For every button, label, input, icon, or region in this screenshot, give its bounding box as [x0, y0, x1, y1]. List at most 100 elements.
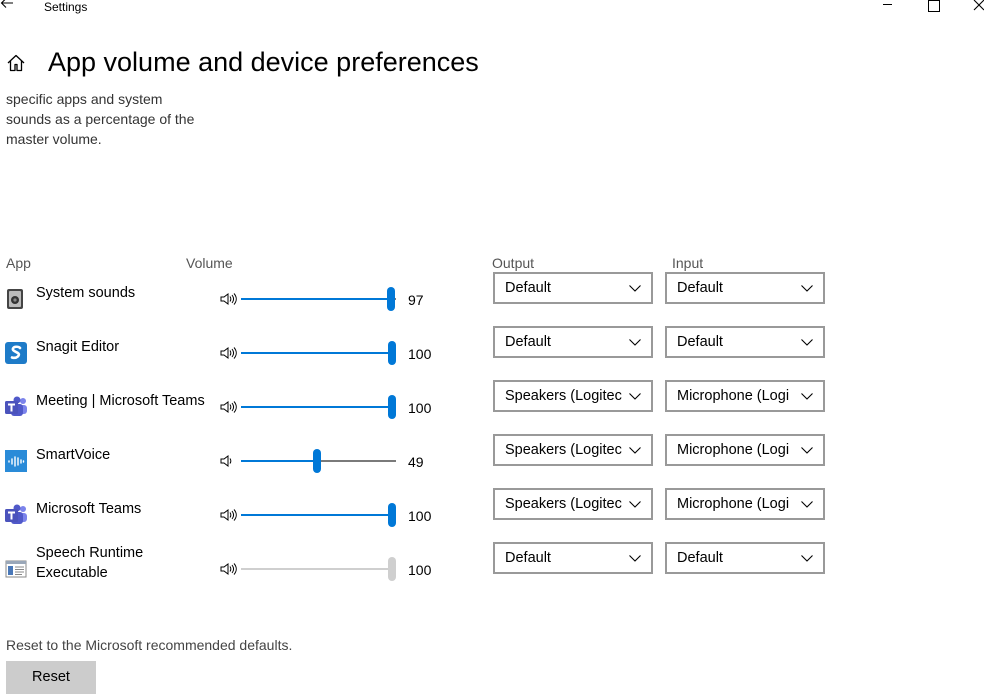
column-header-app: App	[6, 255, 31, 271]
volume-slider[interactable]	[241, 503, 396, 527]
chevron-down-icon	[801, 447, 813, 454]
close-button[interactable]	[971, 0, 984, 13]
chevron-down-icon	[801, 555, 813, 562]
reset-button[interactable]: Reset	[6, 661, 96, 694]
close-icon	[973, 0, 984, 11]
speaker-icon[interactable]	[219, 290, 237, 308]
output-value: Speakers (Logitec	[505, 388, 622, 404]
app-row-speech-runtime: Speech Runtime Executable 100 Default De…	[0, 542, 984, 596]
chevron-down-icon	[801, 393, 813, 400]
snagit-icon	[4, 341, 28, 365]
app-row-microsoft-teams: Microsoft Teams 100 Speakers (Logitec Mi…	[0, 488, 984, 542]
app-name: System sounds	[36, 285, 136, 301]
chevron-down-icon	[629, 285, 641, 292]
teams-icon	[4, 395, 28, 419]
output-value: Speakers (Logitec	[505, 442, 622, 458]
input-dropdown[interactable]: Microphone (Logi	[665, 488, 825, 520]
volume-slider[interactable]	[241, 287, 396, 311]
slider-fill	[241, 352, 392, 354]
input-dropdown[interactable]: Default	[665, 542, 825, 574]
back-arrow-icon	[0, 0, 13, 8]
chevron-down-icon	[629, 555, 641, 562]
smartvoice-icon	[4, 449, 28, 473]
app-name: Microsoft Teams	[36, 501, 142, 517]
chevron-down-icon	[801, 339, 813, 346]
app-row-meeting-teams: Meeting | Microsoft Teams 100 Speakers (…	[0, 380, 984, 434]
chevron-down-icon	[801, 501, 813, 508]
back-button[interactable]	[0, 0, 16, 12]
app-name: SmartVoice	[36, 447, 111, 463]
maximize-button[interactable]	[925, 0, 941, 13]
slider-thumb[interactable]	[387, 287, 395, 311]
chevron-down-icon	[629, 447, 641, 454]
slider-fill	[241, 514, 392, 516]
slider-thumb[interactable]	[388, 341, 396, 365]
input-value: Default	[677, 550, 723, 566]
output-value: Default	[505, 550, 551, 566]
app-row-smartvoice: SmartVoice 49 Speakers (Logitec Micropho…	[0, 434, 984, 488]
input-dropdown[interactable]: Default	[665, 326, 825, 358]
output-value: Speakers (Logitec	[505, 496, 622, 512]
slider-fill	[241, 568, 392, 570]
output-dropdown[interactable]: Speakers (Logitec	[493, 380, 653, 412]
volume-value: 100	[408, 562, 432, 578]
page-title: App volume and device preferences	[48, 47, 479, 77]
column-header-output: Output	[492, 255, 535, 271]
input-dropdown[interactable]: Microphone (Logi	[665, 434, 825, 466]
slider-thumb[interactable]	[388, 395, 396, 419]
input-value: Microphone (Logi	[677, 496, 790, 512]
output-dropdown[interactable]: Speakers (Logitec	[493, 488, 653, 520]
chevron-down-icon	[629, 393, 641, 400]
input-value: Default	[677, 280, 723, 296]
speaker-icon[interactable]	[219, 560, 237, 578]
output-value: Default	[505, 334, 551, 350]
column-header-input: Input	[672, 255, 704, 271]
volume-slider	[241, 557, 396, 581]
app-name: Speech Runtime Executable	[36, 545, 144, 581]
window-title: Settings	[44, 0, 88, 14]
output-dropdown[interactable]: Default	[493, 542, 653, 574]
volume-value: 49	[408, 454, 424, 470]
volume-value: 97	[408, 292, 424, 308]
input-value: Microphone (Logi	[677, 388, 790, 404]
home-icon[interactable]	[6, 53, 26, 73]
chevron-down-icon	[629, 339, 641, 346]
volume-slider[interactable]	[241, 449, 396, 473]
description-text: specific apps and system sounds as a per…	[6, 91, 195, 147]
input-value: Default	[677, 334, 723, 350]
speech-runtime-icon	[4, 557, 28, 581]
title-bar: Settings	[0, 0, 984, 14]
volume-slider[interactable]	[241, 395, 396, 419]
output-value: Default	[505, 280, 551, 296]
chevron-down-icon	[629, 501, 641, 508]
volume-value: 100	[408, 346, 432, 362]
column-header-volume: Volume	[186, 255, 233, 271]
slider-thumb[interactable]	[388, 503, 396, 527]
volume-value: 100	[408, 400, 432, 416]
input-dropdown[interactable]: Microphone (Logi	[665, 380, 825, 412]
input-dropdown[interactable]: Default	[665, 272, 825, 304]
app-name: Snagit Editor	[36, 339, 120, 355]
slider-fill	[241, 406, 392, 408]
app-row-snagit-editor: Snagit Editor 100 Default Default	[0, 326, 984, 380]
output-dropdown[interactable]: Speakers (Logitec	[493, 434, 653, 466]
output-dropdown[interactable]: Default	[493, 272, 653, 304]
minimize-button[interactable]	[879, 0, 895, 13]
speaker-icon[interactable]	[219, 506, 237, 524]
reset-description: Reset to the Microsoft recommended defau…	[6, 637, 293, 653]
speaker-icon[interactable]	[219, 452, 237, 470]
slider-thumb[interactable]	[313, 449, 321, 473]
output-dropdown[interactable]: Default	[493, 326, 653, 358]
chevron-down-icon	[801, 285, 813, 292]
slider-fill	[241, 298, 391, 300]
volume-value: 100	[408, 508, 432, 524]
teams-icon	[4, 503, 28, 527]
app-row-system-sounds: System sounds 97 Default Default	[0, 272, 984, 326]
slider-thumb	[388, 557, 396, 581]
app-name: Meeting | Microsoft Teams	[36, 393, 205, 409]
system-sounds-icon	[4, 287, 28, 311]
speaker-icon[interactable]	[219, 344, 237, 362]
slider-fill	[241, 460, 317, 462]
speaker-icon[interactable]	[219, 398, 237, 416]
volume-slider[interactable]	[241, 341, 396, 365]
